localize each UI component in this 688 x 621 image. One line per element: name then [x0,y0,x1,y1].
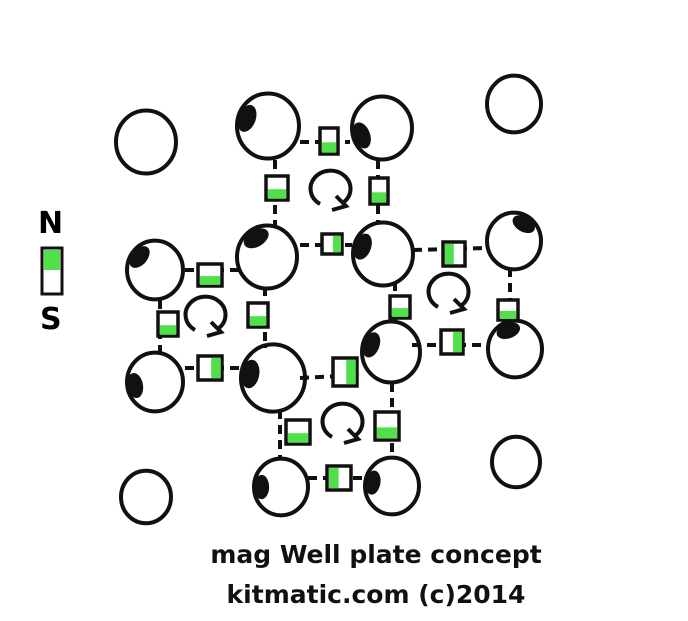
magnet-pole-fill [392,308,408,317]
magnet-shading [241,359,260,389]
magnet-pole-fill [322,142,336,153]
magnet-pole-fill [333,236,341,252]
magnet-pole-fill [329,468,339,488]
magnet-pole-fill [160,325,176,335]
magnet-shading [352,122,371,149]
well-circle [360,319,422,385]
magnet-pole-fill [372,192,386,203]
north-pole-label: N [38,206,64,241]
well-circle [125,350,185,414]
magnet-pole-fill [200,276,220,285]
magnet-pole-fill [453,332,462,352]
arrow-head [343,427,362,445]
magnet-shading [365,470,381,495]
magnet-pole-fill [500,311,516,319]
well-circle [125,238,185,302]
magnet-shading [362,332,381,358]
well-circle [351,220,415,288]
south-pole-label: S [40,302,62,337]
magnet-pole-fill [268,189,286,199]
magnet-pole-fill [445,244,454,264]
rotation-arrow-icon [308,168,353,206]
magnet-shading [129,246,150,268]
well-circle [235,91,301,161]
magnet-pole-fill [250,316,266,326]
well-circle [363,455,421,517]
well-circle [485,210,543,272]
diagram-credit: kitmatic.com (c)2014 [226,580,526,609]
magnet-pole-fill [377,427,397,439]
well-circle [485,73,543,135]
magnet-pole-fill [346,360,356,384]
magnet-pole-fill [211,358,221,378]
well-circle [114,108,178,176]
magnet-shading [512,215,535,234]
magnet-shading [243,228,269,249]
magnet-shading [237,104,257,132]
arrow-head [331,194,350,212]
rotation-arrow-icon [183,294,228,332]
magnet-shading [127,373,144,398]
magnet-shading [254,474,270,500]
rotation-arrow-icon [426,271,471,309]
arrow-head [449,297,468,315]
rotation-arrow-icon [320,401,365,439]
diagram-title: mag Well plate concept [210,540,542,569]
magnet-shading [353,233,372,260]
legend-magnet [40,246,64,296]
magnet-pole-fill [288,433,308,443]
well-circle [119,468,173,526]
arrow-head [206,320,225,338]
magnet-shading [496,322,521,339]
well-circle [490,434,542,490]
well-circle [350,94,414,162]
